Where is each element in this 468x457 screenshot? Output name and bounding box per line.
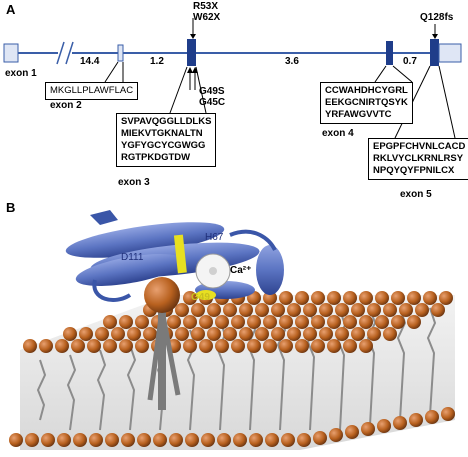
panel-a-letter: A: [6, 2, 16, 17]
h67-label: H67: [205, 232, 224, 243]
gene-structure-diagram: [3, 18, 462, 139]
distance-1-2: 1.2: [150, 56, 164, 67]
exon-4-seq-line-2: EEKGCNIRTQSYK: [325, 97, 408, 108]
mutation-r53x: R53X: [193, 1, 219, 12]
exon-5-sequence-box: EPGPFCHVNLCACD RKLVYCLKRNLRSY NPQYQYFPNI…: [368, 138, 468, 180]
exon-3-seq-line-1: SVPAVQGGLLDLKS: [121, 116, 212, 127]
d111-label: D111: [121, 252, 144, 263]
distance-14-4: 14.4: [80, 56, 100, 67]
exon-5-utr-box: [438, 43, 462, 63]
calcium-ion-core: [209, 267, 217, 275]
exon-5-label: exon 5: [400, 189, 432, 200]
exon-3-seq-line-2: MIEKVTGKNALTN: [121, 128, 203, 139]
exon-3-box: [187, 39, 196, 66]
g49-highlight: [196, 290, 216, 300]
exon-5-seq-line-1: EPGPFCHVNLCACD: [373, 141, 466, 152]
panel-b-letter: B: [6, 200, 16, 215]
exon-5-seq-line-3: NPQYQYFPNILCX: [373, 165, 455, 176]
anchor-lipid-head: [144, 277, 180, 313]
exon4-connector-left: [374, 65, 387, 83]
exon-4-seq-line-1: CCWAHDHCYGRL: [325, 85, 408, 96]
exon-3-seq-line-4: RGTPKDGTDW: [121, 152, 191, 163]
exon-4-sequence-box: CCWAHDHCYGRL EEKGCNIRTQSYK YRFAWGVVTC: [320, 82, 413, 124]
exon2-connector-left: [104, 61, 119, 83]
exon-5-box: [430, 39, 439, 66]
anchor-tails: [147, 309, 181, 401]
g49-label: G49: [191, 292, 210, 303]
exon-3-sequence-box: SVPAVQGGLLDLKS MIEKVTGKNALTN YGFYGCYCGWG…: [116, 113, 217, 167]
mutation-g45c: G45C: [199, 97, 226, 108]
q128fs-arrowhead: [432, 34, 438, 39]
active-site-highlight: [173, 234, 187, 274]
exon-5-seq-line-2: RKLVYCLKRNLRSY: [373, 153, 464, 164]
lower-leaflet-heads: [9, 407, 455, 447]
mutation-g49s: G49S: [199, 86, 225, 97]
exon-3-label: exon 3: [118, 177, 150, 188]
distance-0-7: 0.7: [403, 56, 417, 67]
calcium-label: Ca²⁺: [230, 265, 252, 276]
gene-break-mark-right: [65, 41, 74, 65]
exon-4-seq-line-3: YRFAWGVVTC: [325, 109, 392, 120]
exon3-connector-right: [195, 66, 207, 114]
r53x-arrowhead: [190, 34, 196, 39]
exon-2-sequence-box: MKGLLPLAWFLAC: [45, 82, 139, 100]
gene-break-mark-left: [56, 41, 65, 65]
exon-2-box: [117, 44, 124, 62]
upper-leaflet-heads: [23, 291, 453, 353]
anchor-stalk: [158, 290, 166, 410]
exon4-connector-right: [392, 65, 413, 83]
mutation-w62x: W62X: [193, 12, 221, 23]
exon-4-box: [386, 41, 393, 65]
exon-1-box: [3, 43, 19, 63]
exon-3-seq-line-3: YGFYGCYCGWGG: [121, 140, 206, 151]
exon3-connector-left: [169, 66, 188, 114]
exon-1-label: exon 1: [5, 68, 37, 79]
distance-3-6: 3.6: [285, 56, 299, 67]
gene-break-gap: [58, 40, 72, 66]
exon-2-label: exon 2: [50, 100, 82, 111]
mutation-q128fs: Q128fs: [420, 12, 454, 23]
membrane-protein-illustration: [9, 210, 455, 450]
g49s-arrowhead: [187, 67, 193, 73]
exon-2-sequence: MKGLLPLAWFLAC: [50, 85, 134, 96]
exon5-connector-right: [438, 65, 456, 139]
exon-4-label: exon 4: [322, 128, 354, 139]
